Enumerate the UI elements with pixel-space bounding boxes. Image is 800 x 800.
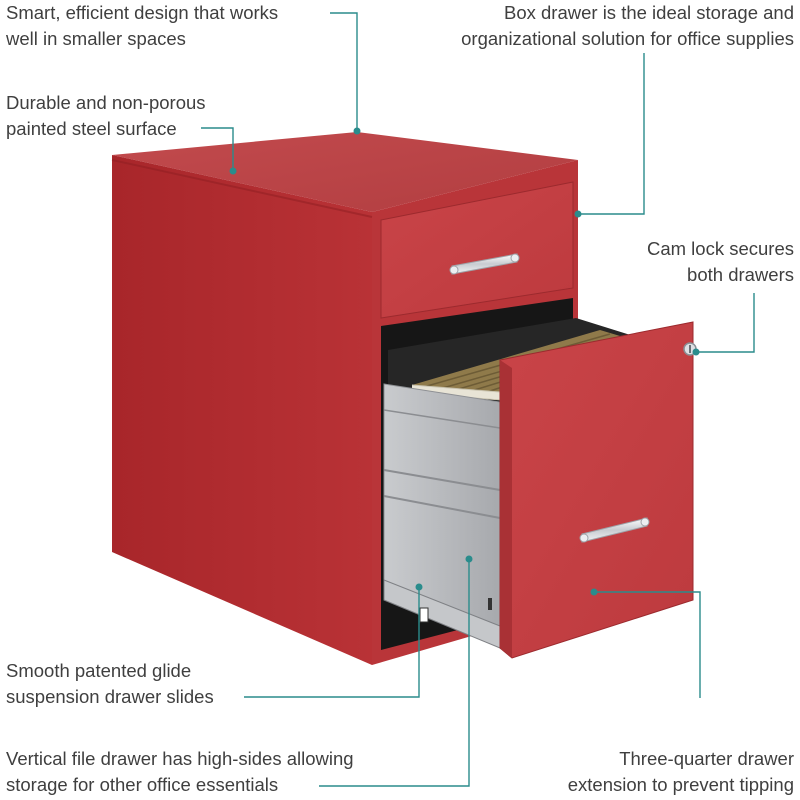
callout-extension: Three-quarter drawer extension to preven… (568, 746, 794, 798)
cabinet-top (112, 132, 578, 212)
callout-cam-lock: Cam lock secures both drawers (647, 236, 794, 288)
cabinet-side (112, 155, 372, 665)
callout-line: Three-quarter drawer (619, 748, 794, 769)
callout-steel-surface: Durable and non-porous painted steel sur… (6, 90, 206, 142)
box-drawer-front (380, 181, 574, 319)
drawer-handle-icon[interactable] (579, 517, 650, 543)
callout-line: painted steel surface (6, 118, 177, 139)
box-drawer[interactable] (380, 181, 574, 319)
callout-line: Durable and non-porous (6, 92, 206, 113)
callout-line: Cam lock secures (646, 238, 794, 259)
callout-line: extension to prevent tipping (567, 774, 794, 795)
callout-file-drawer: Vertical file drawer has high-sides allo… (6, 746, 354, 798)
callout-box-drawer: Box drawer is the ideal storage and orga… (461, 0, 794, 52)
callout-line: suspension drawer slides (6, 686, 214, 707)
leader-lines (201, 12, 755, 787)
callout-line: Smooth patented glide (6, 660, 192, 681)
file-drawer[interactable] (381, 298, 694, 659)
callout-smart-design: Smart, efficient design that works well … (6, 0, 278, 52)
callout-dot-icon (229, 127, 700, 596)
callout-line: storage for other office essentials (6, 774, 279, 795)
callout-line: Vertical file drawer has high-sides allo… (6, 748, 354, 769)
callout-line: Box drawer is the ideal storage and (503, 2, 794, 23)
callout-line: both drawers (687, 264, 794, 285)
callout-line: Smart, efficient design that works (6, 2, 279, 23)
file-drawer-front (499, 321, 694, 659)
callout-line: well in smaller spaces (6, 28, 186, 49)
callout-glide-slides: Smooth patented glide suspension drawer … (6, 658, 214, 710)
drawer-handle-icon[interactable] (449, 253, 520, 275)
callout-line: organizational solution for office suppl… (461, 28, 794, 49)
